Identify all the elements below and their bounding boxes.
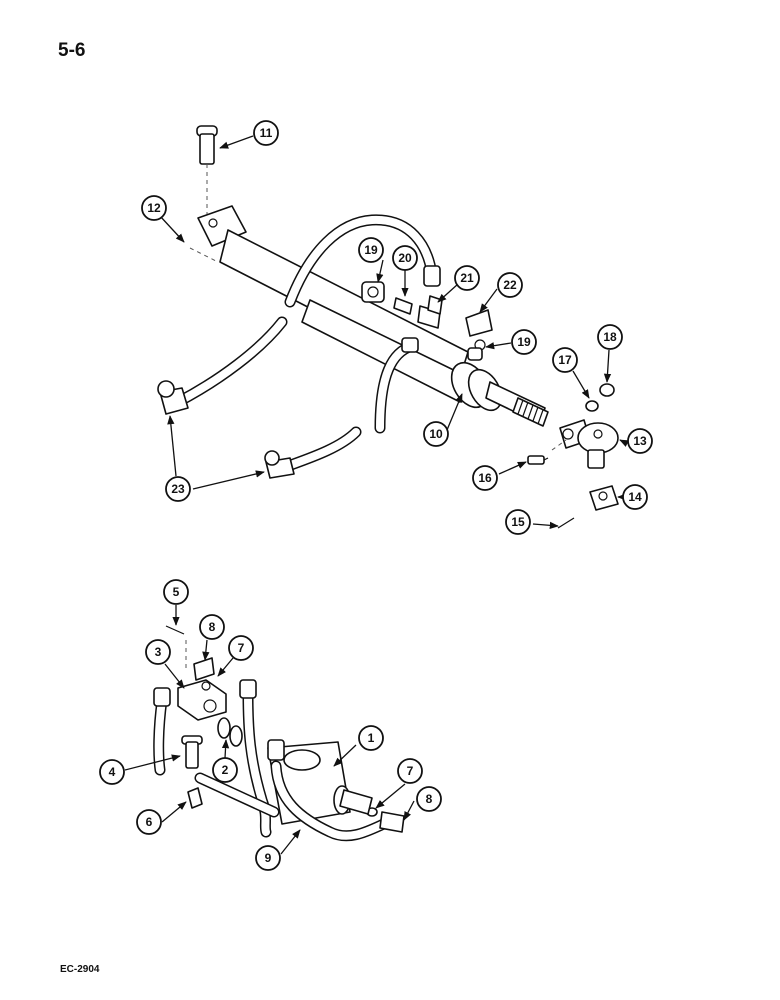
svg-text:17: 17 [558, 353, 572, 367]
figure-code: EC-2904 [60, 964, 100, 975]
callout-15: 15 [505, 509, 531, 535]
svg-text:21: 21 [460, 271, 474, 285]
leader-lines [124, 135, 629, 855]
svg-text:23: 23 [171, 482, 185, 496]
callout-1: 1 [358, 725, 384, 751]
svg-text:16: 16 [478, 471, 492, 485]
svg-text:1: 1 [368, 731, 375, 745]
callout-19: 19 [358, 237, 384, 263]
svg-text:8: 8 [209, 620, 216, 634]
svg-text:13: 13 [633, 434, 647, 448]
callout-20: 20 [392, 245, 418, 271]
callout-4: 4 [99, 759, 125, 785]
svg-text:18: 18 [603, 330, 617, 344]
svg-text:22: 22 [503, 278, 517, 292]
callout-10: 10 [423, 421, 449, 447]
callout-9: 9 [255, 845, 281, 871]
svg-text:14: 14 [628, 490, 642, 504]
lower-cylinder-assembly [153, 625, 405, 842]
svg-text:10: 10 [429, 427, 443, 441]
callout-16: 16 [472, 465, 498, 491]
callout-17: 17 [552, 347, 578, 373]
callout-11: 11 [253, 120, 279, 146]
callout-13: 13 [627, 428, 653, 454]
page-number: 5-6 [58, 40, 86, 61]
svg-text:9: 9 [265, 851, 272, 865]
upper-cylinder-assembly [157, 125, 619, 529]
svg-text:8: 8 [426, 792, 433, 806]
tie-rod-end [527, 383, 619, 529]
callout-6: 6 [136, 809, 162, 835]
callout-14: 14 [622, 484, 648, 510]
svg-text:2: 2 [222, 763, 229, 777]
svg-text:7: 7 [238, 641, 245, 655]
callout-8: 8 [199, 614, 225, 640]
callout-7-lower: 7 [397, 758, 423, 784]
callout-19-lower: 19 [511, 329, 537, 355]
svg-text:5: 5 [173, 585, 180, 599]
callout-21: 21 [454, 265, 480, 291]
svg-text:7: 7 [407, 764, 414, 778]
svg-text:20: 20 [398, 251, 412, 265]
callout-5: 5 [163, 579, 189, 605]
lower-hoses [153, 679, 405, 842]
orings [217, 717, 378, 817]
svg-text:19: 19 [364, 243, 378, 257]
svg-text:12: 12 [147, 201, 161, 215]
grease-nipple-6 [187, 787, 203, 809]
upper-hoses [157, 214, 441, 479]
callout-8-lower: 8 [416, 786, 442, 812]
svg-text:19: 19 [517, 335, 531, 349]
callout-23: 23 [165, 476, 191, 502]
callout-12: 12 [141, 195, 167, 221]
svg-text:4: 4 [109, 765, 116, 779]
pivot-pin [196, 125, 218, 214]
callout-18: 18 [597, 324, 623, 350]
callout-7: 7 [228, 635, 254, 661]
svg-text:3: 3 [155, 645, 162, 659]
swivel-block [177, 657, 227, 721]
callout-2: 2 [212, 757, 238, 783]
pivot-pin-4 [181, 735, 203, 769]
callout-3: 3 [145, 639, 171, 665]
svg-text:6: 6 [146, 815, 153, 829]
split-pin-5 [165, 625, 187, 670]
svg-text:11: 11 [260, 126, 273, 140]
svg-text:15: 15 [511, 515, 525, 529]
callout-22: 22 [497, 272, 523, 298]
